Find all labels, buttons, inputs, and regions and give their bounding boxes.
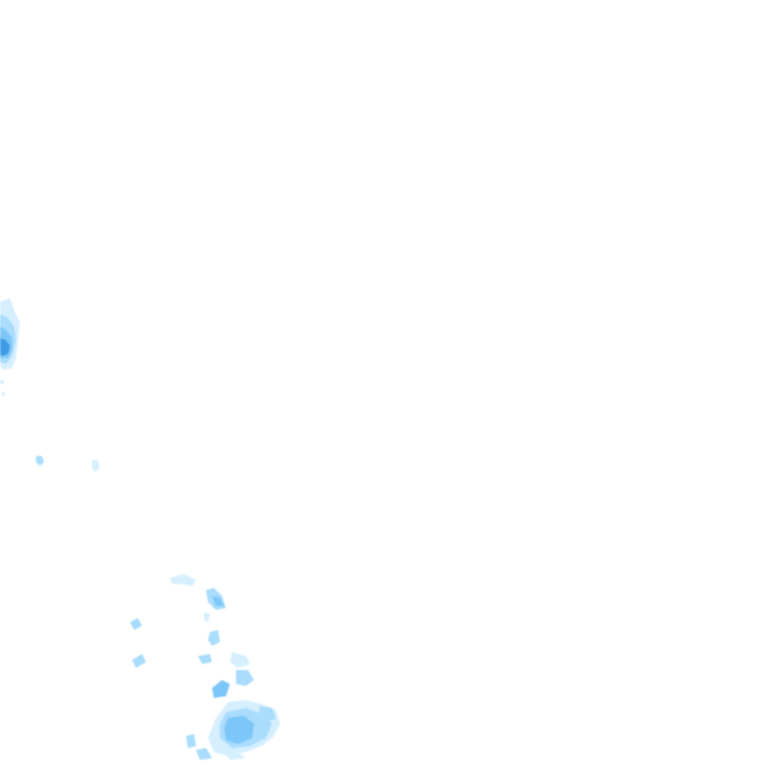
precip-echo-moderate — [212, 680, 230, 698]
south-central-precip-cell — [186, 700, 280, 760]
precip-echo-light — [198, 654, 212, 664]
west-edge-precip-cell — [0, 298, 20, 396]
precip-echo-very-light — [170, 574, 196, 586]
precip-echo-light — [130, 618, 142, 630]
precip-echo-light — [186, 734, 196, 748]
west-small-speckles — [36, 456, 100, 472]
precip-echo-light — [36, 456, 44, 466]
precip-echo-moderate — [224, 716, 254, 744]
precip-echo-light — [196, 748, 212, 760]
precip-echo-light — [0, 380, 4, 384]
precip-echo-very-light — [230, 652, 250, 668]
precip-echo-light — [132, 654, 146, 668]
precip-echo-very-light — [92, 460, 100, 472]
precip-echo-heavy — [0, 338, 10, 356]
precip-echo-very-light — [226, 754, 246, 760]
precip-echo-light — [2, 392, 5, 396]
precip-echo-light — [236, 670, 254, 686]
precip-echo-very-light — [204, 612, 210, 622]
precip-echo-light — [208, 630, 220, 646]
precip-echo-moderate — [212, 596, 224, 606]
precip-echo-light — [258, 706, 276, 722]
southwest-precip-cluster — [130, 574, 254, 698]
